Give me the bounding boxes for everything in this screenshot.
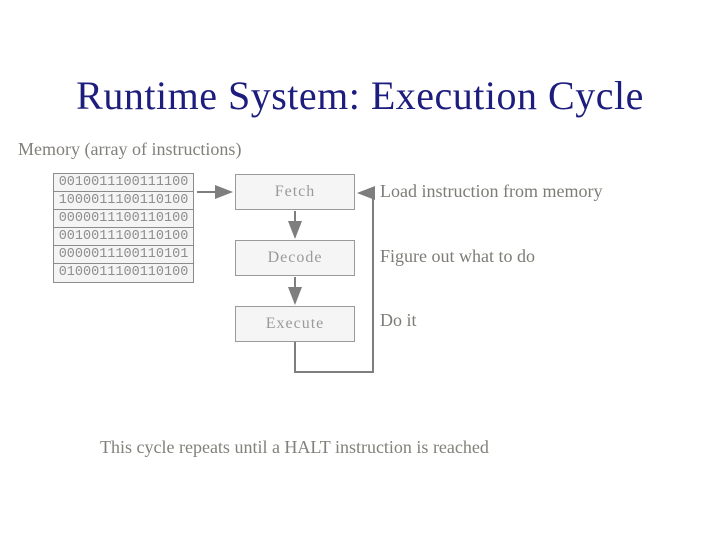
- execute-step-description: Do it: [380, 310, 417, 330]
- memory-section-label: Memory (array of instructions): [18, 139, 242, 159]
- memory-row: 0010011100111100: [54, 174, 193, 192]
- slide-title: Runtime System: Execution Cycle: [76, 73, 644, 118]
- memory-row: 0100011100110100: [54, 264, 193, 282]
- cycle-repeat-footnote: This cycle repeats until a HALT instruct…: [100, 437, 489, 457]
- execute-step-label: Execute: [265, 315, 325, 332]
- memory-row: 0000011100110100: [54, 210, 193, 228]
- fetch-step-box: Fetch: [235, 174, 355, 210]
- decode-step-box: Decode: [235, 240, 355, 276]
- decode-step-label: Decode: [267, 249, 323, 266]
- memory-row: 1000011100110100: [54, 192, 193, 210]
- fetch-step-description: Load instruction from memory: [380, 181, 603, 201]
- fetch-step-label: Fetch: [274, 183, 316, 200]
- execute-step-box: Execute: [235, 306, 355, 342]
- memory-row: 0000011100110101: [54, 246, 193, 264]
- memory-row: 0010011100110100: [54, 228, 193, 246]
- decode-step-description: Figure out what to do: [380, 246, 535, 266]
- memory-instruction-table: 0010011100111100 1000011100110100 000001…: [53, 173, 194, 283]
- execute-to-fetch-loop-arrow: [294, 186, 375, 373]
